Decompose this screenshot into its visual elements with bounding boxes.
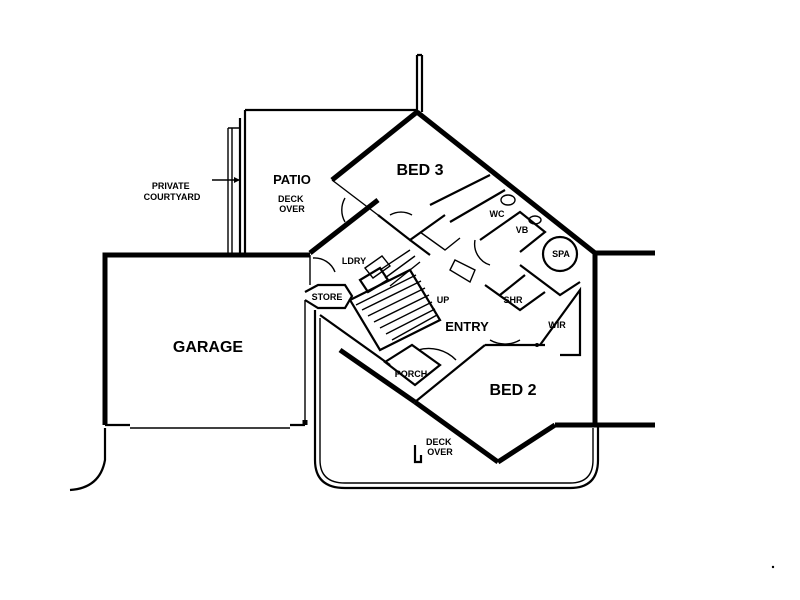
room-label-porch: PORCH bbox=[395, 369, 428, 379]
room-label-bed3: BED 3 bbox=[396, 162, 443, 179]
label-private-courtyard: PRIVATE COURTYARD bbox=[144, 181, 201, 202]
room-label-store: STORE bbox=[312, 292, 343, 302]
patio-deck-line-1: DECK bbox=[278, 194, 304, 204]
room-label-ldry: LDRY bbox=[342, 256, 366, 266]
courtyard-line-2: COURTYARD bbox=[144, 192, 201, 202]
courtyard-line-1: PRIVATE bbox=[152, 181, 190, 191]
room-label-patio-deck: DECK OVER bbox=[278, 194, 306, 214]
room-label-wir: WIR bbox=[548, 320, 566, 330]
room-label-entry: ENTRY bbox=[445, 319, 489, 334]
deck-walls bbox=[313, 310, 600, 490]
house-walls bbox=[304, 110, 655, 465]
patio-walls bbox=[227, 53, 424, 255]
page-mark bbox=[771, 565, 775, 569]
room-label-bed2: BED 2 bbox=[489, 382, 536, 399]
deck-over-line-1: DECK bbox=[426, 437, 452, 447]
room-label-garage: GARAGE bbox=[173, 339, 244, 356]
room-label-spa: SPA bbox=[552, 249, 570, 259]
room-label-deck-over: DECK OVER bbox=[426, 437, 454, 457]
room-label-patio: PATIO bbox=[273, 172, 311, 187]
garage-walls bbox=[69, 252, 311, 492]
label-up: UP bbox=[437, 295, 450, 305]
patio-deck-line-2: OVER bbox=[279, 204, 305, 214]
courtyard-arrow bbox=[212, 177, 240, 183]
deck-over-line-2: OVER bbox=[427, 447, 453, 457]
room-label-vb: VB bbox=[516, 225, 529, 235]
room-label-shr: SHR bbox=[503, 295, 523, 305]
room-label-wc: WC bbox=[490, 209, 505, 219]
